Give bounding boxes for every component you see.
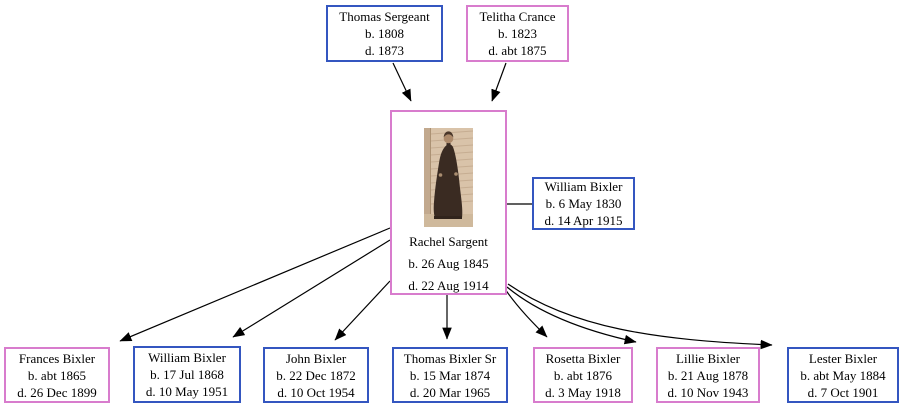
person-node-rosetta-bixler[interactable]: Rosetta Bixler b. abt 1876 d. 3 May 1918 (533, 347, 633, 403)
person-name: Thomas Bixler Sr (403, 350, 497, 366)
person-birth: b. 17 Jul 1868 (150, 367, 224, 382)
person-birth: b. 26 Aug 1845 (408, 256, 489, 271)
person-name: William Bixler (544, 179, 623, 194)
person-death: d. 22 Aug 1914 (408, 278, 489, 293)
edge-rachel-to-lester (507, 283, 773, 350)
person-death: d. 20 Mar 1965 (409, 384, 491, 400)
person-birth: b. 6 May 1830 (545, 196, 622, 211)
edge-rachel-to-william-jr (232, 239, 391, 338)
person-death: d. 1873 (365, 43, 404, 58)
person-birth: b. 15 Mar 1874 (409, 367, 491, 383)
person-birth: b. 1823 (498, 26, 537, 41)
person-name: Rosetta Bixler (545, 350, 621, 366)
person-birth: b. 22 Dec 1872 (276, 367, 356, 383)
person-name: Rachel Sargent (409, 234, 488, 249)
person-node-frances-bixler[interactable]: Frances Bixler b. abt 1865 d. 26 Dec 189… (4, 347, 110, 403)
person-death: d. 10 May 1951 (145, 384, 229, 399)
edge-rachel-to-rosetta (504, 288, 548, 338)
person-name: Lillie Bixler (676, 350, 740, 366)
person-death: d. 10 Nov 1943 (667, 384, 749, 400)
person-name: William Bixler (148, 350, 226, 365)
person-node-william-bixler-spouse[interactable]: William Bixler b. 6 May 1830 d. 14 Apr 1… (532, 177, 635, 230)
person-node-thomas-sergeant[interactable]: Thomas Sergeant b. 1808 d. 1873 (326, 5, 443, 62)
person-name: John Bixler (285, 350, 347, 366)
person-name: Telitha Crance (479, 9, 556, 24)
person-death: d. 14 Apr 1915 (544, 213, 623, 228)
person-node-lester-bixler[interactable]: Lester Bixler b. abt May 1884 d. 7 Oct 1… (787, 347, 899, 403)
person-death: d. 7 Oct 1901 (807, 384, 879, 400)
person-node-lillie-bixler[interactable]: Lillie Bixler b. 21 Aug 1878 d. 10 Nov 1… (656, 347, 760, 403)
person-birth: b. abt 1876 (553, 367, 613, 383)
edge-thomas-sergeant-to-rachel (392, 62, 412, 102)
person-name: Thomas Sergeant (339, 9, 430, 24)
edge-telitha-crance-to-rachel (491, 62, 507, 102)
person-birth: b. 1808 (365, 26, 404, 41)
person-node-rachel-sargent[interactable]: Rachel Sargent b. 26 Aug 1845 d. 22 Aug … (390, 110, 507, 295)
person-birth: b. abt 1865 (27, 367, 87, 383)
edge-rachel-to-lillie (506, 286, 637, 345)
person-birth: b. 21 Aug 1878 (667, 367, 749, 383)
person-name: Frances Bixler (18, 350, 96, 366)
person-name: Lester Bixler (808, 350, 878, 366)
person-node-john-bixler[interactable]: John Bixler b. 22 Dec 1872 d. 10 Oct 195… (263, 347, 369, 403)
person-death: d. 10 Oct 1954 (277, 384, 355, 400)
person-death: d. abt 1875 (488, 43, 547, 58)
rachel-sargent-photo (424, 128, 473, 227)
person-death: d. 3 May 1918 (545, 384, 621, 400)
person-node-thomas-bixler-sr[interactable]: Thomas Bixler Sr b. 15 Mar 1874 d. 20 Ma… (392, 347, 508, 403)
person-node-william-bixler-jr[interactable]: William Bixler b. 17 Jul 1868 d. 10 May … (133, 346, 241, 403)
edge-rachel-to-frances (119, 227, 391, 342)
person-birth: b. abt May 1884 (800, 367, 886, 383)
edge-rachel-to-john (334, 280, 391, 341)
person-death: d. 26 Dec 1899 (17, 384, 97, 400)
person-node-telitha-crance[interactable]: Telitha Crance b. 1823 d. abt 1875 (466, 5, 569, 62)
